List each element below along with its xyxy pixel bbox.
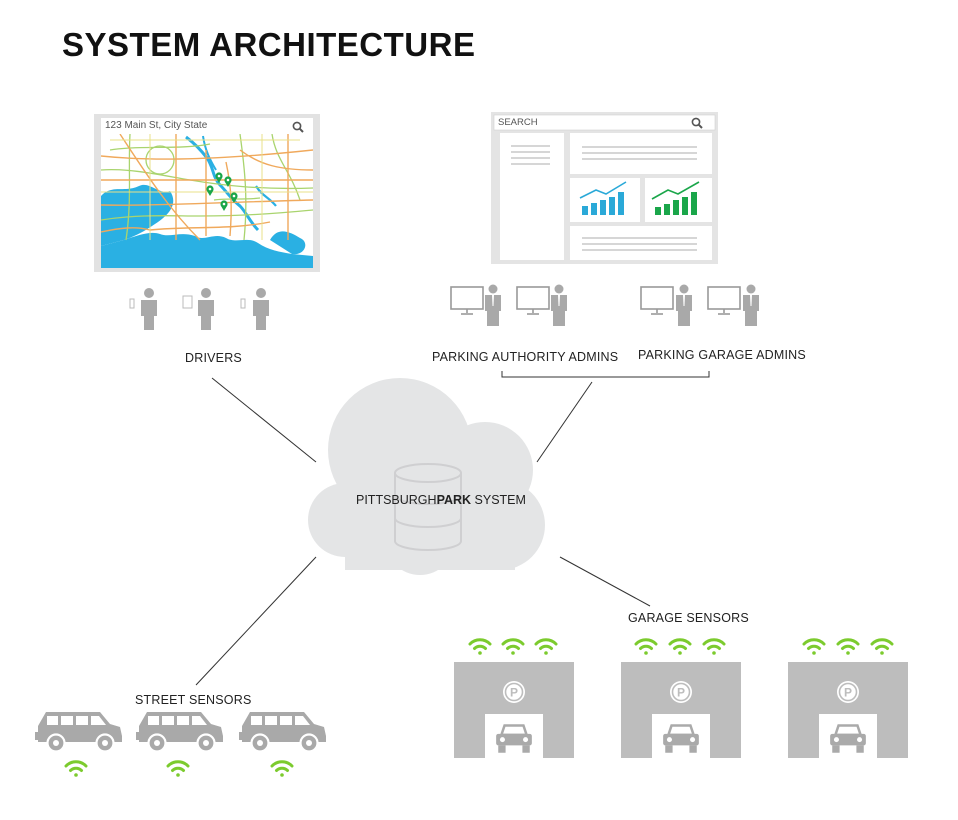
garage-icon: [786, 660, 910, 760]
wifi-icon: [870, 638, 894, 657]
monitor-icon: [516, 286, 550, 315]
wifi-icon: [64, 760, 88, 779]
search-icon[interactable]: [292, 121, 304, 133]
bar-chart-icon: [651, 181, 700, 215]
map-pin-icon[interactable]: [206, 172, 238, 211]
phone-icon: [129, 298, 135, 309]
car-icon: [237, 710, 328, 753]
database-icon: [394, 463, 462, 551]
wifi-icon: [166, 760, 190, 779]
system-name-prefix: PITTSBURGH: [356, 493, 437, 507]
wifi-icon: [836, 638, 860, 657]
parking-garage-admins-label: PARKING GARAGE ADMINS: [638, 348, 806, 362]
street-sensors-group: [33, 710, 328, 779]
garage-admins-group: [640, 284, 759, 326]
sidebar-widget: [500, 133, 564, 260]
drivers-label: DRIVERS: [185, 351, 242, 365]
person-icon: [253, 288, 269, 330]
wifi-icon: [501, 638, 525, 657]
person-icon: [551, 284, 567, 326]
tablet-icon: [182, 295, 193, 309]
wifi-icon: [468, 638, 492, 657]
diagram-title: SYSTEM ARCHITECTURE: [62, 26, 476, 63]
line-street-sensors-to-system: [195, 556, 317, 686]
person-icon: [198, 288, 214, 330]
parking-authority-admins-label: PARKING AUTHORITY ADMINS: [432, 350, 619, 364]
system-name-suffix: SYSTEM: [471, 493, 526, 507]
monitor-icon: [707, 286, 741, 315]
garage-icon: [452, 660, 576, 760]
bar-chart-icon: [579, 181, 627, 215]
monitor-icon: [640, 286, 674, 315]
garage-sensors-group: [452, 638, 910, 760]
admins-bracket: [501, 371, 710, 378]
phone-icon: [240, 298, 246, 309]
central-system-label: PITTSBURGHPARK SYSTEM: [356, 493, 526, 507]
line-drivers-to-system: [211, 377, 317, 463]
wifi-icon: [702, 638, 726, 657]
dashboard-search-bar: [493, 114, 716, 131]
authority-admins-group: [450, 284, 567, 326]
connector-lines: [195, 371, 710, 686]
wifi-icon: [534, 638, 558, 657]
map-search-input[interactable]: 123 Main St, City State: [105, 120, 208, 131]
person-icon: [743, 284, 759, 326]
map-panel[interactable]: [94, 114, 320, 272]
wifi-icon: [634, 638, 658, 657]
line-admins-to-system: [536, 381, 593, 463]
cloud-icon: [308, 378, 545, 575]
garage-icon: [619, 660, 743, 760]
car-icon: [33, 710, 124, 753]
garage-sensors-label: GARAGE SENSORS: [628, 611, 749, 625]
person-icon: [485, 284, 501, 326]
map-search-bar: [101, 118, 313, 134]
search-icon[interactable]: [691, 117, 703, 129]
monitor-icon: [450, 286, 484, 315]
wifi-icon: [802, 638, 826, 657]
drivers-group: [129, 288, 269, 330]
dashboard-panel[interactable]: [491, 112, 718, 264]
line-garage-sensors-to-system: [559, 556, 651, 607]
person-icon: [676, 284, 692, 326]
wifi-icon: [668, 638, 692, 657]
system-name-bold: PARK: [436, 493, 472, 507]
wifi-icon: [270, 760, 294, 779]
car-icon: [134, 710, 225, 753]
city-map: [101, 134, 313, 268]
street-sensors-label: STREET SENSORS: [135, 693, 252, 707]
dashboard-search-input[interactable]: SEARCH: [498, 117, 538, 128]
person-icon: [141, 288, 157, 330]
